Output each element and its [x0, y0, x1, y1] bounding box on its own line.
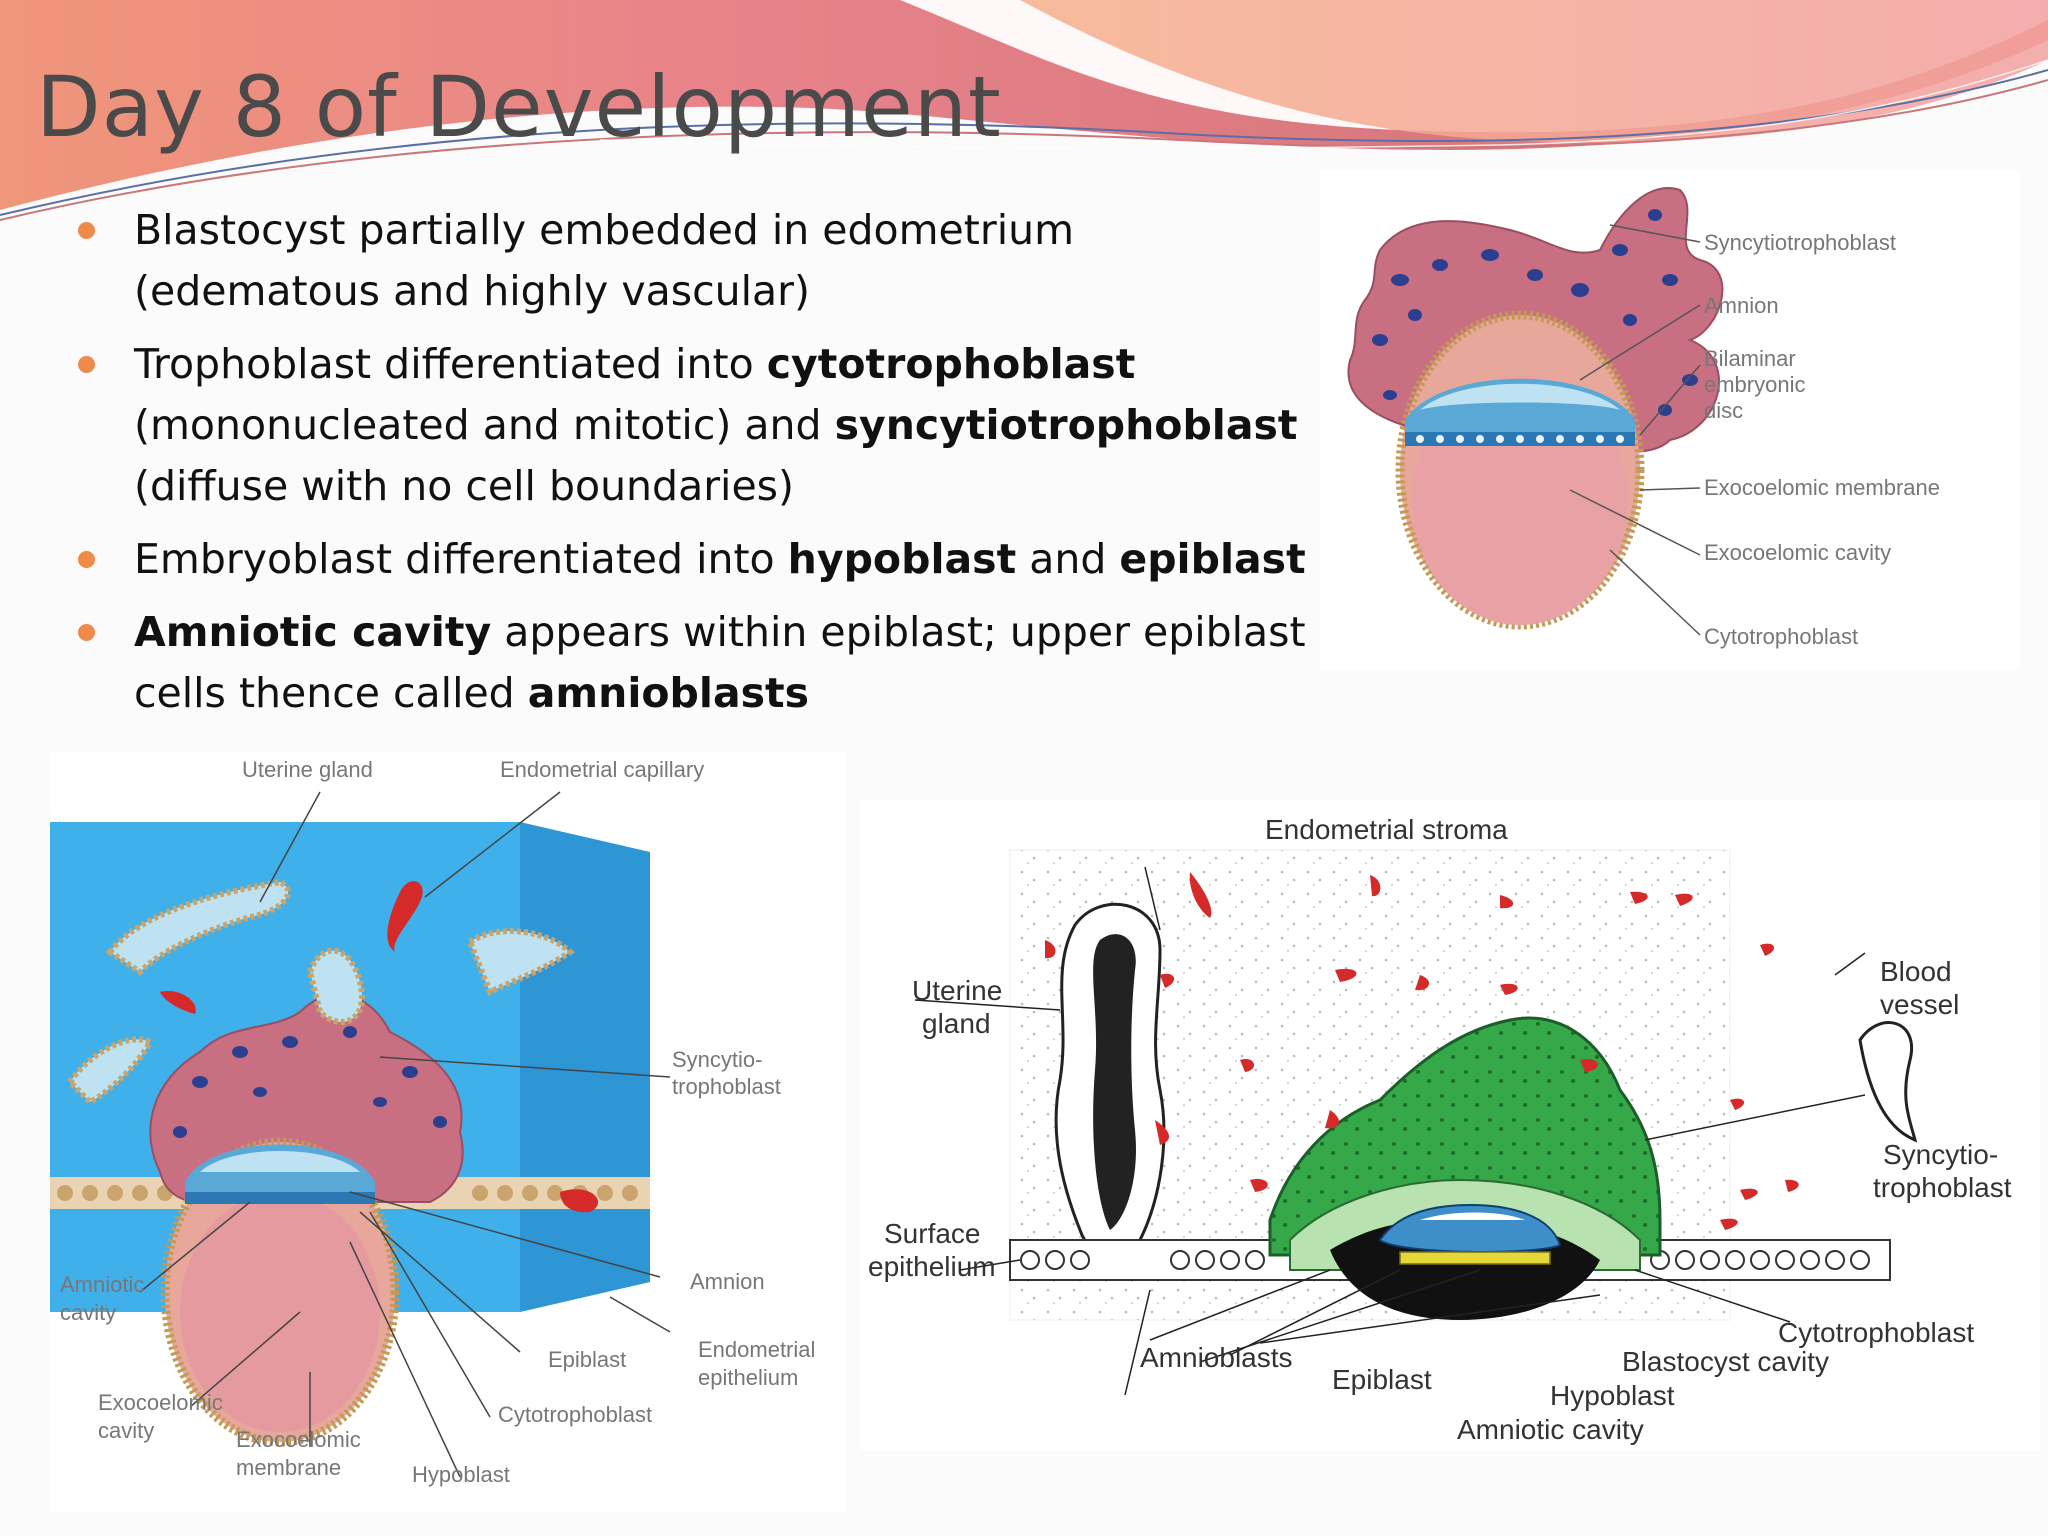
bullet-list: Blastocyst partially embedded in edometr… — [72, 200, 1322, 736]
label-exocoelomic-membrane: Exocoelomic membrane — [1704, 475, 1940, 500]
label-exocoelomic-cavity-2: cavity — [98, 1418, 155, 1443]
label-syncytio-2: trophoblast — [1873, 1172, 2012, 1203]
label-amniotic-2: cavity — [60, 1300, 117, 1325]
blastocyst-illustration — [1347, 187, 1724, 636]
uterine-block-illustration — [50, 791, 671, 1478]
bullet-bold-text: Amniotic cavity — [134, 608, 492, 656]
slide-title: Day 8 of Development — [36, 58, 1002, 156]
label-epiblast: Epiblast — [1332, 1364, 1432, 1395]
implantation-illustration — [914, 849, 1918, 1396]
label-blood-vessel-1: Blood — [1880, 956, 1952, 987]
bullet-item: Amniotic cavity appears within epiblast;… — [72, 602, 1322, 724]
bullet-bold-text: amnioblasts — [527, 669, 810, 717]
bullet-bold-text: epiblast — [1119, 535, 1306, 583]
label-amnion: Amnion — [1704, 293, 1779, 318]
bullet-item: Embryoblast differentiated into hypoblas… — [72, 529, 1322, 590]
implantation-diagram-bottom-right: Endometrial stroma Uterine gland Blood v… — [860, 800, 2040, 1450]
label-endometrial-stroma: Endometrial stroma — [1265, 814, 1508, 845]
uterine-wall-diagram-bottom-left: Uterine gland Endometrial capillary Sync… — [50, 752, 845, 1512]
label-uterine-gland-2: gland — [922, 1008, 991, 1039]
bullet-text: (diffuse with no cell boundaries) — [134, 462, 795, 510]
bullet-dot-icon — [78, 551, 95, 568]
header-wave-decoration — [0, 0, 2048, 221]
label-endometrial-epi-2: epithelium — [698, 1365, 799, 1390]
bullet-item: Blastocyst partially embedded in edometr… — [72, 200, 1322, 322]
bullet-text: appears within epiblast; upper epiblast … — [134, 608, 1306, 717]
label-bilaminar-2: embryonic — [1704, 372, 1806, 397]
bullet-item: Trophoblast differentiated into cytotrop… — [72, 334, 1322, 517]
label-hypoblast: Hypoblast — [412, 1462, 510, 1487]
label-bilaminar-3: disc — [1704, 398, 1744, 423]
bullet-dot-icon — [78, 624, 95, 641]
bullet-text: (mononucleated and mitotic) and — [134, 401, 835, 449]
label-syncytiotrophoblast: Syncytiotrophoblast — [1704, 230, 1896, 255]
bullet-text: Embryoblast differentiated into — [134, 535, 788, 583]
label-cytotrophoblast: Cytotrophoblast — [498, 1402, 653, 1427]
label-exocoelomic-membrane-1: Exocoelomic — [236, 1427, 361, 1452]
bullet-bold-text: hypoblast — [787, 535, 1017, 583]
label-syncytio-1: Syncytio- — [672, 1047, 763, 1072]
label-blood-vessel-2: vessel — [1880, 989, 1960, 1020]
label-amnioblasts: Amnioblasts — [1140, 1342, 1293, 1373]
label-bilaminar-1: Bilaminar — [1704, 346, 1796, 371]
bullet-dot-icon — [78, 222, 95, 239]
blastocyst-diagram-top-right: Syncytiotrophoblast Amnion Bilaminar emb… — [1320, 170, 2020, 670]
bullet-text: Trophoblast differentiated into — [134, 340, 767, 388]
label-surface-epi-2: epithelium — [868, 1251, 996, 1282]
bullet-bold-text: syncytiotrophoblast — [834, 401, 1298, 449]
label-hypoblast: Hypoblast — [1550, 1380, 1675, 1411]
label-endometrial-epi-1: Endometrial — [698, 1337, 816, 1362]
label-amniotic-cavity: Amniotic cavity — [1457, 1414, 1644, 1445]
label-epiblast: Epiblast — [548, 1347, 627, 1372]
label-cytotrophoblast: Cytotrophoblast — [1704, 624, 1859, 649]
label-surface-epi-1: Surface — [884, 1218, 981, 1249]
bullet-text: Blastocyst partially embedded in edometr… — [134, 206, 1075, 315]
label-syncytio-1: Syncytio- — [1883, 1139, 1999, 1170]
label-uterine-gland: Uterine gland — [242, 757, 373, 782]
label-blastocyst-cavity: Blastocyst cavity — [1622, 1346, 1829, 1377]
label-exocoelomic-membrane-2: membrane — [236, 1455, 342, 1480]
bullet-bold-text: cytotrophoblast — [766, 340, 1136, 388]
bullet-dot-icon — [78, 356, 95, 373]
label-uterine-gland-1: Uterine — [912, 975, 1003, 1006]
bullet-text: and — [1016, 535, 1120, 583]
label-amnion: Amnion — [690, 1269, 765, 1294]
label-exocoelomic-cavity-1: Exocoelomic — [98, 1390, 223, 1415]
label-cytotrophoblast: Cytotrophoblast — [1778, 1317, 1975, 1348]
label-exocoelomic-cavity: Exocoelomic cavity — [1704, 540, 1892, 565]
label-amniotic-1: Amniotic — [60, 1272, 145, 1297]
label-syncytio-2: trophoblast — [672, 1074, 781, 1099]
label-endometrial-capillary: Endometrial capillary — [500, 757, 705, 782]
